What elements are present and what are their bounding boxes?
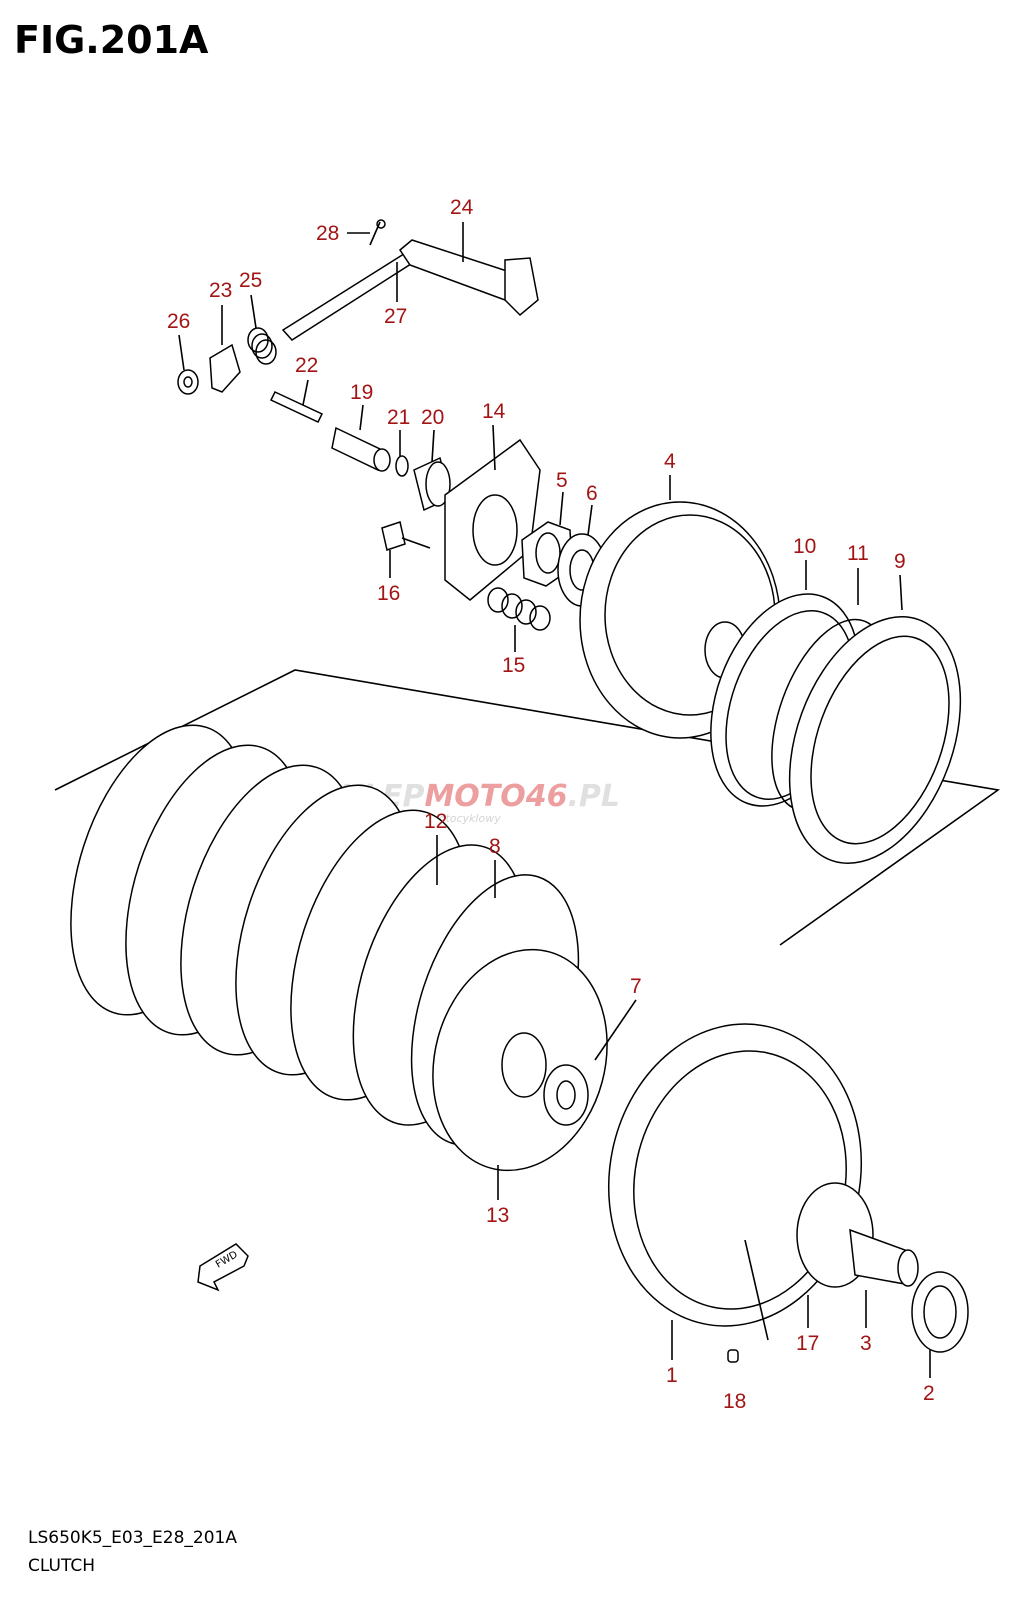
callout-19: 19 <box>350 381 373 404</box>
clutch-housing-assembly <box>607 1023 969 1363</box>
callout-26: 26 <box>167 310 190 333</box>
callouts: 26 23 25 28 24 27 22 19 21 20 14 5 6 4 1… <box>167 196 935 1413</box>
callout-24: 24 <box>450 196 474 219</box>
callout-7: 7 <box>630 975 642 998</box>
callout-17: 17 <box>796 1332 819 1355</box>
callout-23: 23 <box>209 279 232 302</box>
callout-15: 15 <box>502 654 525 677</box>
release-shaft-assembly <box>281 219 539 341</box>
damper-plate-and-washer <box>432 948 608 1172</box>
callout-10: 10 <box>793 535 816 558</box>
callout-13: 13 <box>486 1204 509 1227</box>
callout-21: 21 <box>387 406 410 429</box>
callout-20: 20 <box>421 406 444 429</box>
rings-and-plate <box>710 593 962 864</box>
figure-code: LS650K5_E03_E28_201A <box>28 1528 237 1548</box>
watermark-brand-c: 46 <box>525 779 568 814</box>
callout-9: 9 <box>894 550 906 573</box>
callout-2: 2 <box>923 1382 935 1405</box>
callout-25: 25 <box>239 269 262 292</box>
figure-title: FIG.201A <box>14 18 209 62</box>
callout-5: 5 <box>556 469 568 492</box>
callout-27: 27 <box>384 305 407 328</box>
callout-6: 6 <box>586 482 598 505</box>
callout-28: 28 <box>316 222 339 245</box>
callout-11: 11 <box>847 542 869 565</box>
pushrod-parts <box>269 391 451 512</box>
callout-18: 18 <box>723 1390 746 1413</box>
callout-8: 8 <box>489 835 501 858</box>
figure-name: CLUTCH <box>28 1556 95 1576</box>
fwd-direction-arrow: FWD <box>197 1243 249 1292</box>
callout-1: 1 <box>666 1364 678 1387</box>
small-parts-top-left <box>177 327 277 395</box>
watermark-brand-d: .PL <box>568 779 621 814</box>
callout-16: 16 <box>377 582 400 605</box>
callout-12: 12 <box>424 810 447 833</box>
pressure-plate-assembly <box>381 438 551 631</box>
watermark-brand-b: MOTO <box>424 779 525 814</box>
leader-lines <box>178 222 931 1378</box>
callout-14: 14 <box>482 400 506 423</box>
callout-4: 4 <box>664 450 676 473</box>
callout-3: 3 <box>860 1332 872 1355</box>
callout-22: 22 <box>295 354 318 377</box>
